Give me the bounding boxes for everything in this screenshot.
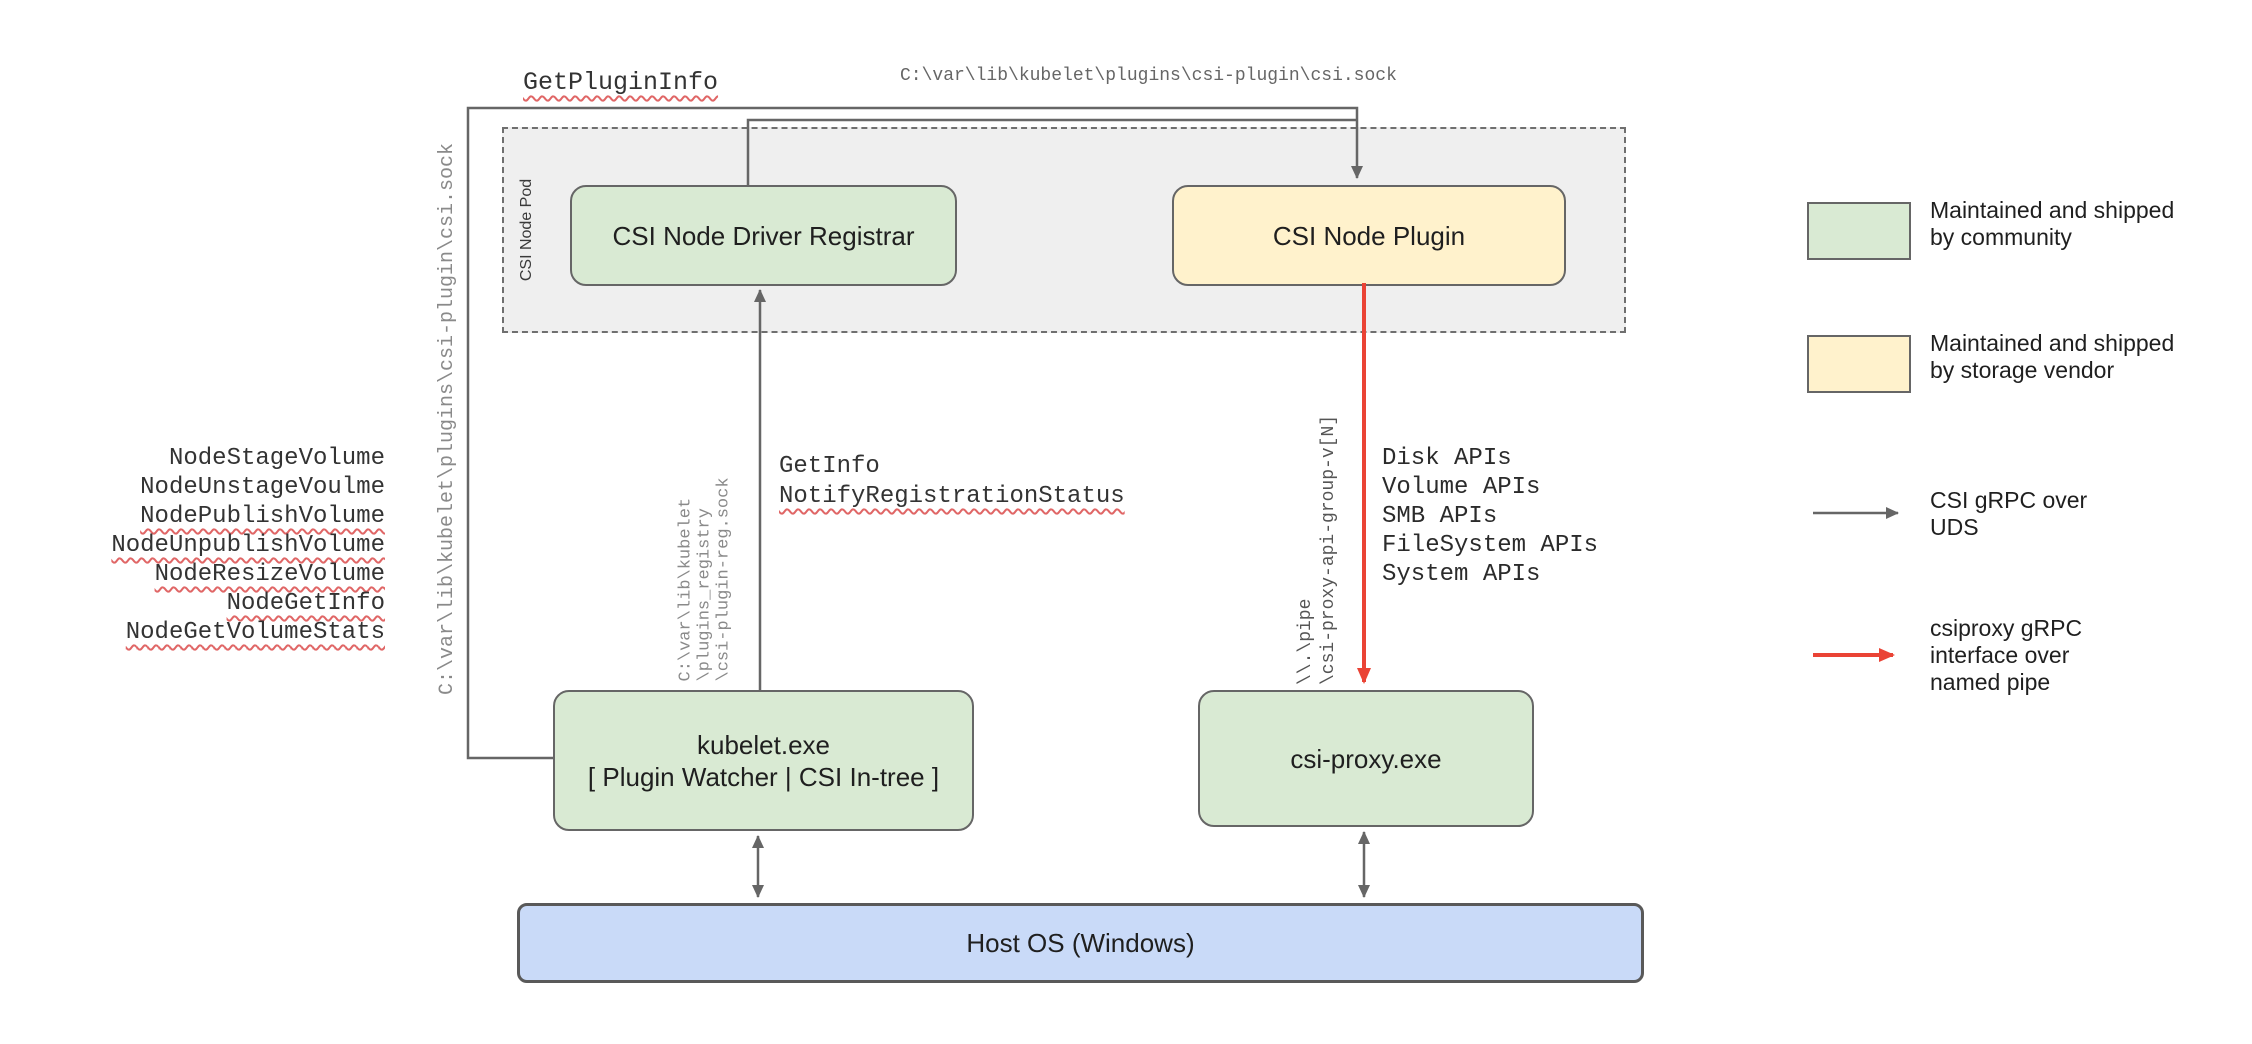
csi-sock-path-top-label: C:\var\lib\kubelet\plugins\csi-plugin\cs… [900, 66, 1397, 86]
legend-text-line: named pipe [1930, 669, 2051, 695]
legend-text-line: UDS [1930, 514, 1979, 540]
legend-community-swatch [1807, 202, 1911, 260]
host-os-label: Host OS (Windows) [966, 928, 1195, 958]
named-pipe-path-label: \\.\pipe \csi-proxy-api-group-v[N] [1295, 405, 1341, 685]
path-line: \plugins_registry [695, 508, 715, 682]
kubelet-sublabel: [ Plugin Watcher | CSI In-tree ] [587, 761, 940, 792]
legend-text-line: CSI gRPC over [1930, 487, 2088, 513]
get-plugin-info-label: GetPluginInfo [523, 68, 719, 97]
list-item: NodeGetVolumeStats [125, 619, 385, 646]
csi-proxy-label: csi-proxy.exe [1290, 743, 1442, 774]
host-os-box: Host OS (Windows) [517, 903, 1644, 983]
legend-text-line: by community [1930, 224, 2072, 250]
legend-community-label: Maintained and shipped by community [1930, 197, 2174, 251]
legend-pipe-label: csiproxy gRPC interface over named pipe [1930, 615, 2082, 696]
list-item: System APIs [1382, 561, 1541, 588]
csi-node-driver-registrar-box: CSI Node Driver Registrar [570, 185, 957, 286]
list-item: NodeResizeVolume [154, 561, 385, 588]
legend-text-line: Maintained and shipped [1930, 197, 2175, 223]
list-item: NodeUnstageVoulme [140, 474, 385, 501]
node-calls-list: NodeStageVolume NodeUnstageVoulme NodePu… [80, 444, 385, 647]
csi-sock-path-left-label: C:\var\lib\kubelet\plugins\csi-plugin\cs… [436, 142, 459, 696]
csi-node-pod-label: CSI Node Pod [518, 178, 535, 282]
legend-text-line: by storage vendor [1930, 357, 2115, 383]
legend-vendor-label: Maintained and shipped by storage vendor [1930, 330, 2174, 384]
list-item: NodeStageVolume [168, 445, 385, 472]
list-item: Volume APIs [1382, 474, 1541, 501]
list-item: SMB APIs [1382, 503, 1498, 530]
list-item: NodeUnpublishVolume [111, 532, 385, 559]
kubelet-label: kubelet.exe [697, 729, 830, 760]
path-line: \csi-plugin-reg.sock [714, 477, 734, 682]
path-line: \csi-proxy-api-group-v[N] [1319, 414, 1339, 685]
legend-text-line: csiproxy gRPC [1930, 615, 2083, 641]
list-item: FileSystem APIs [1382, 532, 1599, 559]
registration-calls-label: GetInfo NotifyRegistrationStatus [779, 452, 1125, 512]
list-item: NodePublishVolume [140, 503, 385, 530]
kubelet-box: kubelet.exe [ Plugin Watcher | CSI In-tr… [553, 690, 974, 831]
csi-node-driver-registrar-label: CSI Node Driver Registrar [612, 220, 915, 251]
get-info-label: GetInfo [779, 453, 880, 480]
path-line: C:\var\lib\kubelet [676, 497, 696, 682]
csi-proxy-box: csi-proxy.exe [1198, 690, 1534, 827]
plugin-registry-path-label: C:\var\lib\kubelet \plugins_registry \cs… [676, 472, 734, 682]
legend-text-line: Maintained and shipped [1930, 330, 2175, 356]
csi-node-plugin-box: CSI Node Plugin [1172, 185, 1566, 286]
list-item: Disk APIs [1382, 445, 1512, 472]
csi-node-plugin-label: CSI Node Plugin [1272, 220, 1466, 251]
legend-uds-label: CSI gRPC over UDS [1930, 487, 2087, 541]
legend-vendor-swatch [1807, 335, 1911, 393]
path-line: \\.\pipe [1296, 598, 1316, 685]
legend-text-line: interface over [1930, 642, 2070, 668]
notify-registration-status-label: NotifyRegistrationStatus [779, 483, 1125, 510]
list-item: NodeGetInfo [226, 590, 385, 617]
api-calls-list: Disk APIs Volume APIs SMB APIs FileSyste… [1382, 444, 1598, 589]
